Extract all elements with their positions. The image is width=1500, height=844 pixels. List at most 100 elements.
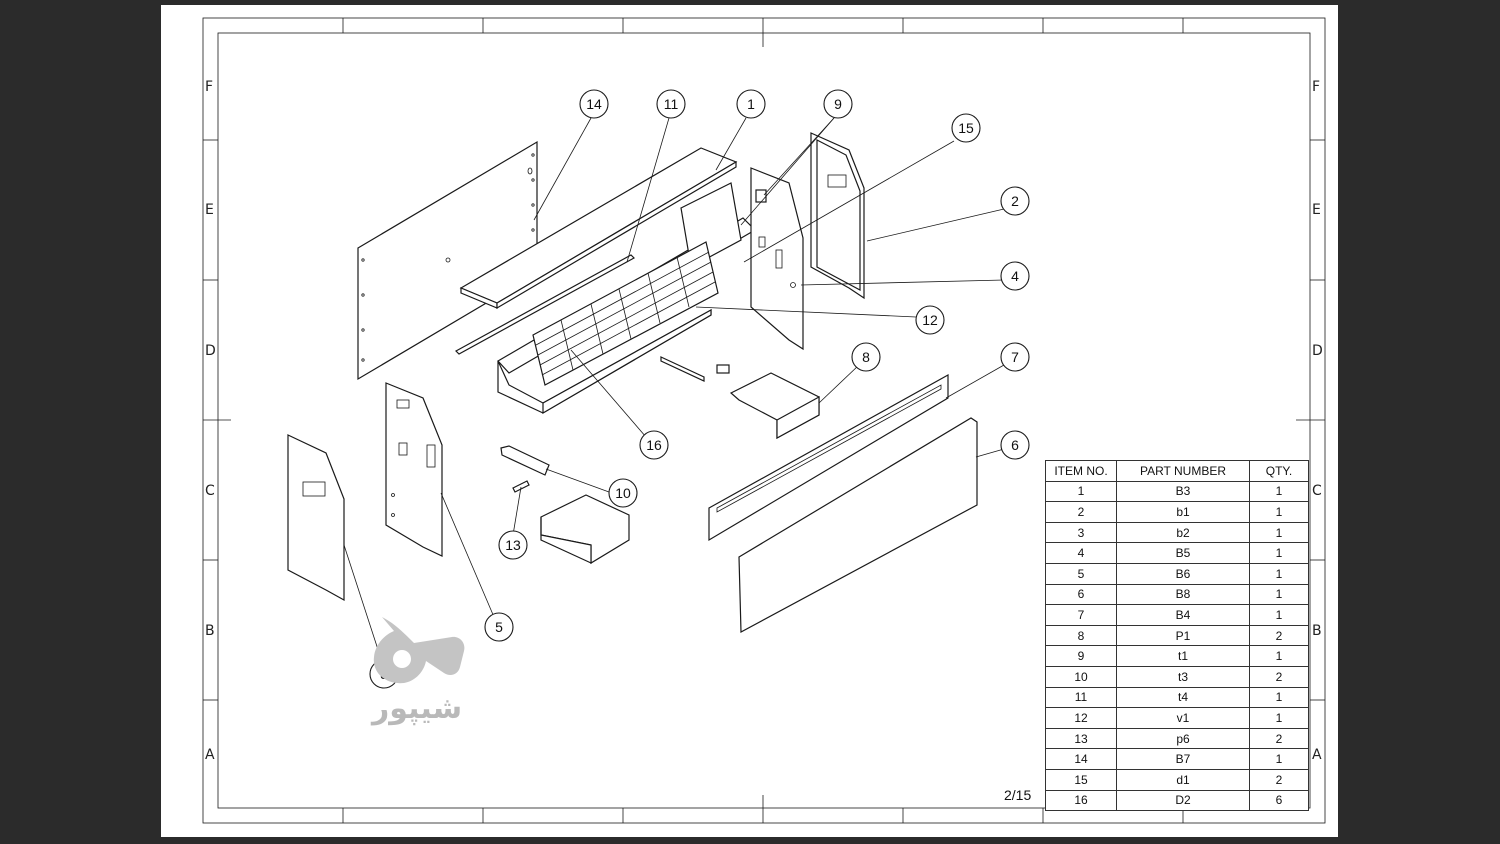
bom-qty: 2 <box>1249 665 1309 688</box>
part-top-cover <box>459 147 738 310</box>
bom-item-no: 4 <box>1045 542 1117 564</box>
exploded-assembly-drawing: F E D C B A F E D C B A <box>202 17 1326 824</box>
svg-text:16: 16 <box>646 437 662 453</box>
inner-border <box>217 32 1311 809</box>
zone-label: D <box>1312 343 1323 359</box>
sheet-number: 2/15 <box>1004 787 1032 803</box>
drawing-sheet: F E D C B A F E D C B A <box>161 5 1338 837</box>
part-rail <box>500 445 550 476</box>
bom-qty: 2 <box>1249 624 1309 647</box>
bom-part-number: b2 <box>1116 521 1250 544</box>
bom-part-number: P1 <box>1116 624 1250 647</box>
item-balloon: 11 <box>656 89 686 119</box>
bom-qty: 1 <box>1249 480 1309 503</box>
zone-ticks <box>203 18 1325 823</box>
bom-qty: 1 <box>1249 501 1309 523</box>
bom-part-number: p6 <box>1116 727 1250 750</box>
part-front-frame <box>708 373 949 542</box>
bom-qty: 1 <box>1249 604 1309 626</box>
zone-label: F <box>1312 79 1320 95</box>
item-balloon: 2 <box>1000 186 1030 216</box>
zone-label: C <box>205 483 215 499</box>
part-side-panel-left <box>287 434 345 602</box>
horn-logo-icon <box>373 617 465 684</box>
svg-text:8: 8 <box>862 349 870 365</box>
bom-item-no: 6 <box>1045 583 1117 606</box>
bom-part-number: D2 <box>1116 789 1250 812</box>
svg-text:7: 7 <box>1011 349 1019 365</box>
svg-text:15: 15 <box>958 120 974 136</box>
bom-part-number: B6 <box>1116 562 1250 585</box>
bom-item-no: 16 <box>1045 789 1117 812</box>
bom-qty: 1 <box>1249 686 1309 709</box>
part-side-panel-right <box>810 132 865 300</box>
bom-part-number: b1 <box>1116 501 1250 523</box>
svg-text:13: 13 <box>505 537 521 553</box>
svg-text:2: 2 <box>1011 193 1019 209</box>
part-lower-bracket <box>540 494 630 565</box>
bom-item-no: 7 <box>1045 604 1117 626</box>
item-balloon: 1 <box>736 89 766 119</box>
part-inner-side-right <box>750 167 804 351</box>
part-mount-bracket <box>729 372 820 440</box>
zone-label: F <box>205 79 213 95</box>
part-small-bracket <box>755 189 767 203</box>
item-balloon: 8 <box>851 342 881 372</box>
bom-part-number: t4 <box>1116 686 1250 709</box>
bom-part-number: d1 <box>1116 768 1250 791</box>
zone-label: D <box>205 343 216 359</box>
bom-qty: 6 <box>1249 789 1309 812</box>
item-balloon: 5 <box>484 612 514 642</box>
part-front-panel <box>738 417 978 633</box>
bom-item-no: 13 <box>1045 727 1117 750</box>
bom-qty: 2 <box>1249 727 1309 750</box>
svg-text:14: 14 <box>586 96 602 112</box>
item-balloon: 9 <box>823 89 853 119</box>
part-grilles <box>532 241 719 386</box>
zone-label: E <box>1312 202 1321 218</box>
zone-labels-left: F E D C B A <box>205 79 216 763</box>
zone-label: A <box>205 747 215 763</box>
bom-item-no: 11 <box>1045 686 1117 709</box>
bom-part-number: B5 <box>1116 542 1250 564</box>
svg-text:9: 9 <box>834 96 842 112</box>
svg-text:12: 12 <box>922 312 938 328</box>
bom-qty: 1 <box>1249 707 1309 729</box>
zone-labels-right: F E D C B A <box>1312 79 1323 763</box>
bom-header-item-no: ITEM NO. <box>1045 460 1117 482</box>
svg-text:4: 4 <box>1011 268 1019 284</box>
bom-part-number: t3 <box>1116 665 1250 688</box>
bom-qty: 2 <box>1249 768 1309 791</box>
bom-item-no: 8 <box>1045 624 1117 647</box>
item-balloon: 7 <box>1000 342 1030 372</box>
item-balloon: 10 <box>608 478 638 508</box>
bom-qty: 1 <box>1249 645 1309 667</box>
bom-part-number: v1 <box>1116 707 1250 729</box>
zone-label: B <box>205 623 215 639</box>
part-clip <box>512 480 530 493</box>
bom-part-number: B7 <box>1116 748 1250 770</box>
item-balloon: 16 <box>639 430 669 460</box>
bom-item-no: 9 <box>1045 645 1117 667</box>
item-balloon: 4 <box>1000 261 1030 291</box>
item-balloon: 15 <box>951 113 981 143</box>
bom-qty: 1 <box>1249 562 1309 585</box>
zone-label: E <box>205 202 214 218</box>
item-balloon: 13 <box>498 530 528 560</box>
bom-qty: 1 <box>1249 542 1309 564</box>
outer-border <box>202 17 1326 824</box>
svg-text:6: 6 <box>1011 437 1019 453</box>
bom-item-no: 1 <box>1045 480 1117 503</box>
